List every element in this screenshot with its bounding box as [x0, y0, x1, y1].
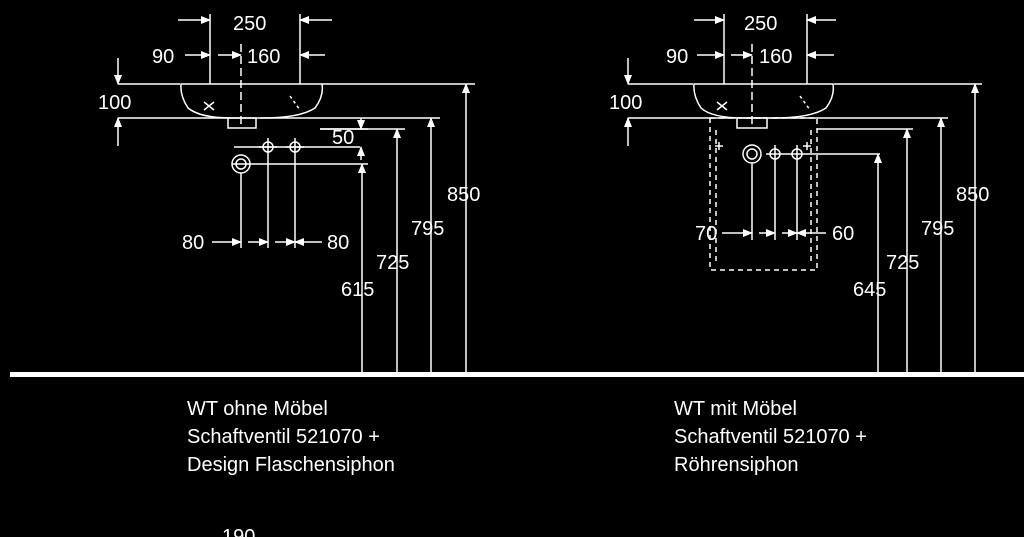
- left-caption-line-2: Schaftventil 521070 +: [187, 426, 380, 448]
- right-view: [624, 14, 982, 372]
- right-caption-line-3: Röhrensiphon: [674, 454, 799, 476]
- right-dim-70: 70: [695, 223, 717, 245]
- right-dim-850: 850: [956, 184, 989, 206]
- left-dim-725: 725: [376, 252, 409, 274]
- left-view: [114, 14, 475, 372]
- floor-line: [10, 372, 1024, 377]
- left-basin: [180, 83, 324, 129]
- right-basin: [693, 83, 835, 129]
- right-dim-645: 645: [853, 279, 886, 301]
- left-caption-line-1: WT ohne Möbel: [187, 398, 328, 420]
- left-caption: WT ohne Möbel Schaftventil 521070 + Desi…: [187, 395, 395, 479]
- left-fittings: [231, 138, 368, 174]
- right-dim-160: 160: [759, 46, 792, 68]
- left-dim-90: 90: [152, 46, 174, 68]
- left-dim-615: 615: [341, 279, 374, 301]
- left-dim-795: 795: [411, 218, 444, 240]
- right-dim-60: 60: [832, 223, 854, 245]
- right-caption-line-1: WT mit Möbel: [674, 398, 797, 420]
- right-caption-line-2: Schaftventil 521070 +: [674, 426, 867, 448]
- right-dim-90: 90: [666, 46, 688, 68]
- left-caption-line-3: Design Flaschensiphon: [187, 454, 395, 476]
- right-caption: WT mit Möbel Schaftventil 521070 + Röhre…: [674, 395, 867, 479]
- right-dim-100: 100: [609, 92, 642, 114]
- footer-dimension-stub: 190: [222, 527, 282, 537]
- left-dim-160: 160: [247, 46, 280, 68]
- left-dim-850: 850: [447, 184, 480, 206]
- right-fittings: [715, 142, 880, 164]
- left-dim-100: 100: [98, 92, 131, 114]
- left-dim-50: 50: [332, 127, 354, 149]
- right-cabinet-outline: [709, 117, 818, 271]
- right-dim-250: 250: [744, 13, 777, 35]
- right-dim-725: 725: [886, 252, 919, 274]
- left-dim-250: 250: [233, 13, 266, 35]
- right-dim-795: 795: [921, 218, 954, 240]
- left-dim-80-left: 80: [182, 232, 204, 254]
- left-dim-80-right: 80: [327, 232, 349, 254]
